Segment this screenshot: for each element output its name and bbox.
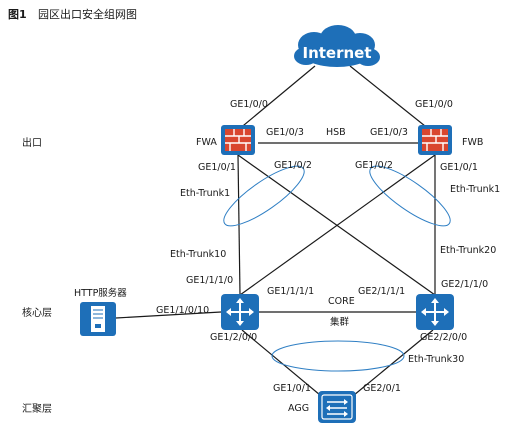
figure-number: 图1 [8,8,27,21]
port-fwb-hsb: GE1/0/3 [370,127,408,138]
router-arrows-icon [415,293,455,331]
trunk10-label: Eth-Trunk10 [170,249,226,260]
port-fwb-up: GE1/0/0 [415,99,453,110]
hsb-label: HSB [326,127,346,138]
cluster-label: 集群 [330,316,350,328]
port-core-right-up: GE2/1/1/0 [441,279,488,290]
link-internet-fwb [349,65,431,131]
http-server-label: HTTP服务器 [74,287,127,299]
port-core-right-cross: GE2/1/1/1 [358,286,405,297]
port-fwb-down2: GE1/0/2 [355,160,393,171]
trunk30-ellipse [271,340,405,372]
port-core-left-cross: GE1/1/1/1 [267,286,314,297]
port-fwb-down1: GE1/0/1 [440,162,478,173]
core-label: CORE [328,296,355,307]
fwa-label: FWA [196,137,217,148]
internet-cloud: Internet [294,25,380,67]
layer-exit-label: 出口 [22,136,42,149]
core-switch-right [415,293,455,331]
link-fwb-core-left [239,154,436,296]
internet-label: Internet [302,44,371,62]
layer-core-label: 核心层 [22,306,52,319]
trunk1-left-label: Eth-Trunk1 [180,188,230,199]
port-core-left-down: GE1/2/0/0 [210,332,257,343]
trunk1-right-ellipse [369,165,451,227]
link-core-server [115,311,222,319]
layer-agg-label: 汇聚层 [22,402,52,415]
fwb-label: FWB [462,137,483,148]
agg-label: AGG [288,403,309,414]
port-agg-left: GE1/0/1 [273,383,311,394]
trunk20-label: Eth-Trunk20 [440,245,496,256]
port-core-left-server: GE1/1/0/10 [156,305,209,316]
port-fwa-down1: GE1/0/1 [198,162,236,173]
router-arrows-icon [220,293,260,331]
http-server-device [80,302,116,336]
figure-title: 园区出口安全组网图 [38,7,137,21]
firewall-icon [417,124,453,156]
trunk1-right-label: Eth-Trunk1 [450,184,500,195]
port-fwa-hsb: GE1/0/3 [266,127,304,138]
firewall-icon [220,124,256,156]
port-fwa-up: GE1/0/0 [230,99,268,110]
links [115,65,436,401]
trunk1-left-ellipse [223,165,305,227]
fwa-device [220,124,256,156]
switch-icon [318,391,356,423]
agg-device [318,391,356,423]
trunk-ellipses [223,165,451,372]
port-core-left-up: GE1/1/1/0 [186,275,233,286]
server-icon [80,302,116,336]
core-switch-left [220,293,260,331]
fwb-device [417,124,453,156]
cloud-icon [294,25,380,67]
trunk30-label: Eth-Trunk30 [408,354,464,365]
port-fwa-down2: GE1/0/2 [274,160,312,171]
port-core-right-down: GE2/2/0/0 [420,332,467,343]
port-agg-right: GE2/0/1 [363,383,401,394]
link-internet-fwa [237,65,316,131]
